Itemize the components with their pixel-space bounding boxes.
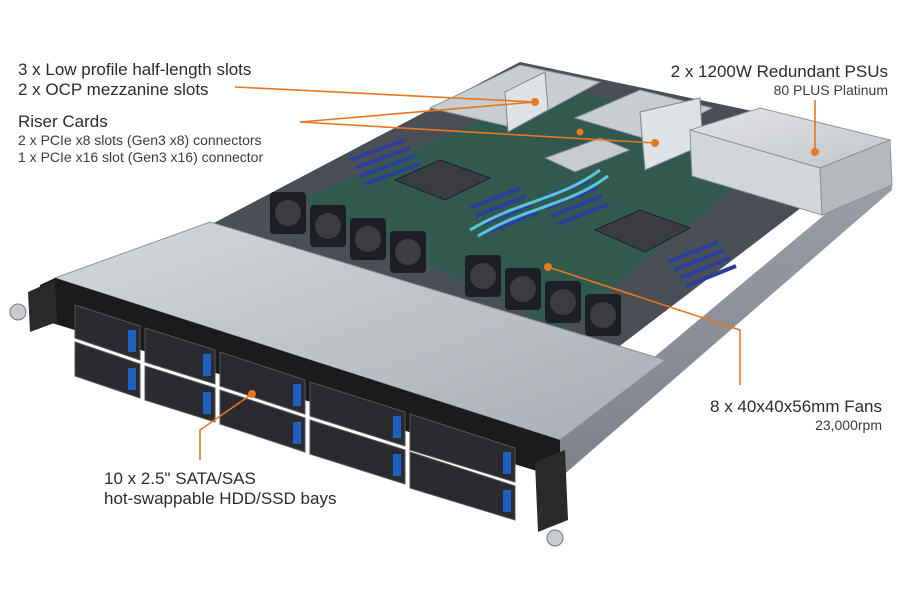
bezel-ear-left — [28, 280, 57, 332]
drive-bays — [74, 304, 516, 521]
slots-line2: 2 x OCP mezzanine slots — [18, 80, 209, 100]
chipset-heatsink — [543, 137, 632, 173]
slots-callout: 3 x Low profile half-length slots 2 x OC… — [18, 60, 251, 101]
cpu-socket-1 — [393, 159, 492, 201]
drive-latches — [128, 330, 511, 512]
cpu-socket-2 — [593, 209, 692, 253]
fans-sub: 23,000rpm — [815, 417, 882, 434]
bays-line1: 10 x 2.5" SATA/SAS — [104, 469, 256, 488]
psu-sub: 80 PLUS Platinum — [773, 82, 888, 99]
callout-dots — [248, 98, 819, 398]
callout-leaders — [199, 86, 816, 460]
psu-callout: 2 x 1200W Redundant PSUs 80 PLUS Platinu… — [671, 62, 888, 99]
chassis-side-wall — [555, 160, 892, 478]
thumbscrew-right — [546, 529, 564, 547]
fans-title: 8 x 40x40x56mm Fans — [710, 397, 882, 416]
fan-row — [270, 192, 621, 336]
riser-title: Riser Cards — [18, 112, 108, 131]
dimm-bank-1 — [349, 138, 539, 234]
sata-cables — [469, 168, 609, 238]
riser-line1: 2 x PCIe x8 slots (Gen3 x8) connectors — [18, 132, 262, 149]
riser-line2: 1 x PCIe x16 slot (Gen3 x16) connector — [18, 149, 264, 166]
slots-line1: 3 x Low profile half-length slots — [18, 60, 252, 79]
psu-module-side — [819, 139, 893, 216]
bays-line2: hot-swappable HDD/SSD bays — [104, 489, 337, 509]
thumbscrew-left — [9, 303, 27, 321]
bezel-ear-right — [535, 450, 568, 532]
bays-callout: 10 x 2.5" SATA/SAS hot-swappable HDD/SSD… — [104, 469, 336, 510]
psu-title: 2 x 1200W Redundant PSUs — [670, 62, 888, 81]
riser-callout: Riser Cards 2 x PCIe x8 slots (Gen3 x8) … — [18, 112, 263, 166]
fans-callout: 8 x 40x40x56mm Fans 23,000rpm — [710, 397, 882, 434]
